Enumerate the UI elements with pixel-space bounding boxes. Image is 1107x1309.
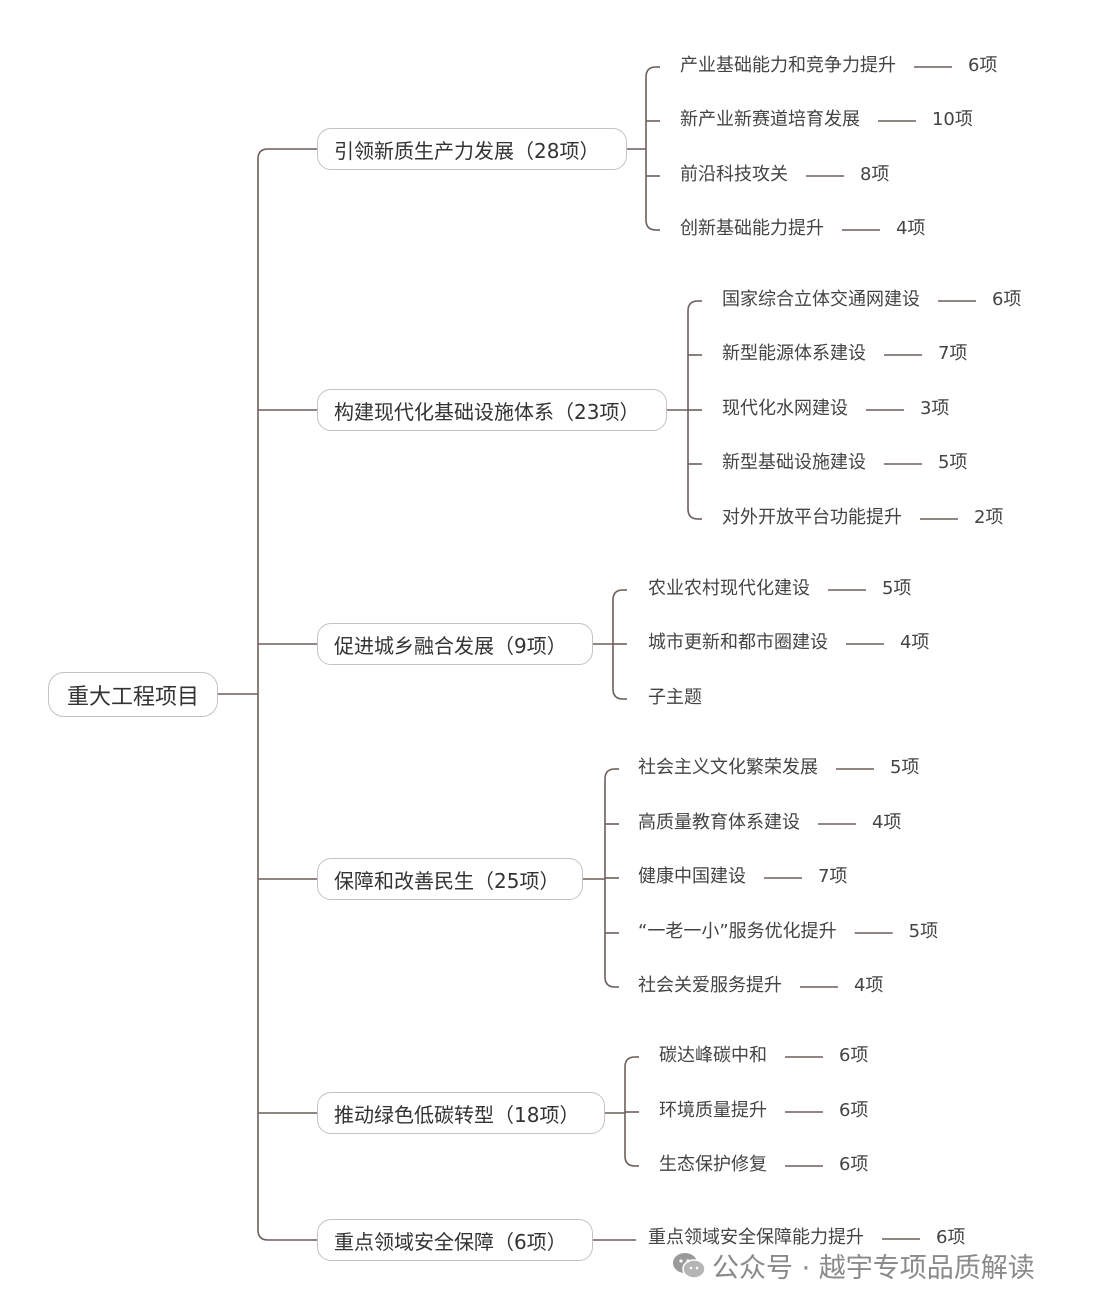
item-count: 8项 xyxy=(859,164,890,185)
leaf-label[interactable]: 创新基础能力提升 xyxy=(680,218,824,239)
item-count: 5项 xyxy=(908,921,939,942)
leaf-label[interactable]: 环境质量提升 xyxy=(659,1100,767,1121)
item-count: 4项 xyxy=(899,632,930,653)
item-count: 6项 xyxy=(838,1100,869,1121)
leaf-label[interactable]: 前沿科技攻关 xyxy=(680,164,788,185)
item-count: 7项 xyxy=(817,866,848,887)
leaf-label[interactable]: 碳达峰碳中和 xyxy=(659,1045,767,1066)
leaf-label[interactable]: 高质量教育体系建设 xyxy=(638,812,800,833)
leaf-label[interactable]: 城市更新和都市圈建设 xyxy=(648,632,828,653)
leaf-label[interactable]: 现代化水网建设 xyxy=(722,398,848,419)
item-count: 2项 xyxy=(973,507,1004,528)
item-count: 3项 xyxy=(919,398,950,419)
leaf-label[interactable]: 新型基础设施建设 xyxy=(722,452,866,473)
leaf-label[interactable]: 子主题 xyxy=(648,687,702,708)
branch-node[interactable]: 促进城乡融合发展（9项） xyxy=(317,623,593,665)
item-count: 5项 xyxy=(889,757,920,778)
item-count: 5项 xyxy=(937,452,968,473)
branch-node[interactable]: 引领新质生产力发展（28项） xyxy=(317,128,627,170)
watermark: 公众号 · 越宇专项品质解读 xyxy=(672,1246,1035,1285)
branch-node[interactable]: 推动绿色低碳转型（18项） xyxy=(317,1092,605,1134)
item-count: 6项 xyxy=(838,1154,869,1175)
trunk-line xyxy=(257,148,269,1241)
leaf-label[interactable]: 农业农村现代化建设 xyxy=(648,578,810,599)
item-count: 6项 xyxy=(967,55,998,76)
item-count: 6项 xyxy=(838,1045,869,1066)
branch-node[interactable]: 构建现代化基础设施体系（23项） xyxy=(317,389,667,431)
leaf-label[interactable]: 社会关爱服务提升 xyxy=(638,975,782,996)
branch-node[interactable]: 保障和改善民生（25项） xyxy=(317,858,583,900)
item-count: 6项 xyxy=(935,1227,966,1248)
wechat-icon xyxy=(672,1251,706,1281)
leaf-label[interactable]: 健康中国建设 xyxy=(638,866,746,887)
leaf-label[interactable]: 产业基础能力和竞争力提升 xyxy=(680,55,896,76)
item-count: 4项 xyxy=(853,975,884,996)
bracket-line xyxy=(645,66,657,231)
item-count: 4项 xyxy=(895,218,926,239)
leaf-label[interactable]: 国家综合立体交通网建设 xyxy=(722,289,920,310)
leaf-label[interactable]: 对外开放平台功能提升 xyxy=(722,507,902,528)
leaf-label[interactable]: 社会主义文化繁荣发展 xyxy=(638,757,818,778)
leaf-label[interactable]: “一老一小”服务优化提升 xyxy=(638,921,837,942)
branch-node[interactable]: 重点领域安全保障（6项） xyxy=(317,1219,593,1261)
item-count: 4项 xyxy=(871,812,902,833)
leaf-label[interactable]: 新产业新赛道培育发展 xyxy=(680,109,860,130)
watermark-text: 公众号 · 越宇专项品质解读 xyxy=(712,1253,1035,1284)
root-node[interactable]: 重大工程项目 xyxy=(48,672,218,717)
leaf-label[interactable]: 生态保护修复 xyxy=(659,1154,767,1175)
leaf-label[interactable]: 重点领域安全保障能力提升 xyxy=(648,1227,864,1248)
item-count: 6项 xyxy=(991,289,1022,310)
item-count: 7项 xyxy=(937,343,968,364)
item-count: 5项 xyxy=(881,578,912,599)
item-count: 10项 xyxy=(931,109,973,130)
leaf-label[interactable]: 新型能源体系建设 xyxy=(722,343,866,364)
